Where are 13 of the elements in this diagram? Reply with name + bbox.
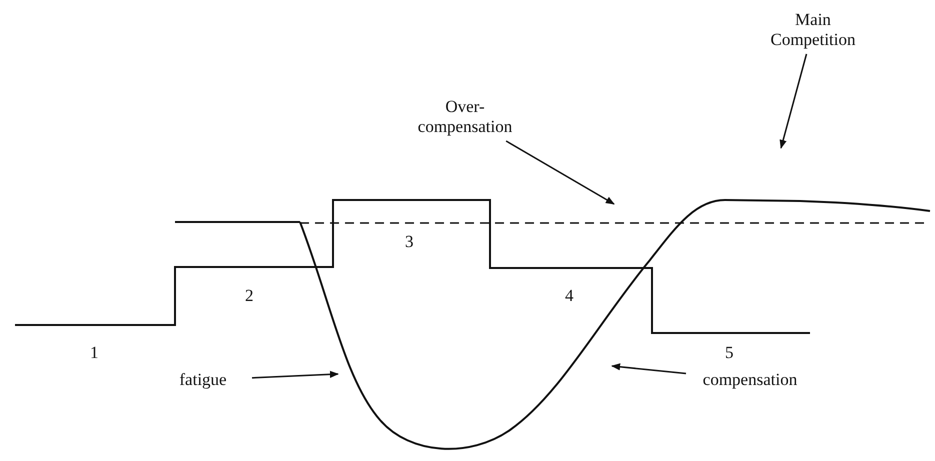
phase-number: 1 [90,343,98,363]
annotation-label: compensation [690,370,810,390]
arrow [611,363,686,374]
annotation-label: fatigue [158,370,248,390]
annotation-label: Main Competition [758,10,868,50]
phase-number: 4 [565,286,574,306]
arrow [506,140,615,205]
arrow [780,54,808,149]
arrow [252,370,339,379]
phase-number: 3 [405,232,414,252]
phase-number: 5 [725,343,734,363]
annotation-label: Over- compensation [405,97,525,137]
phase-number: 2 [245,286,254,306]
